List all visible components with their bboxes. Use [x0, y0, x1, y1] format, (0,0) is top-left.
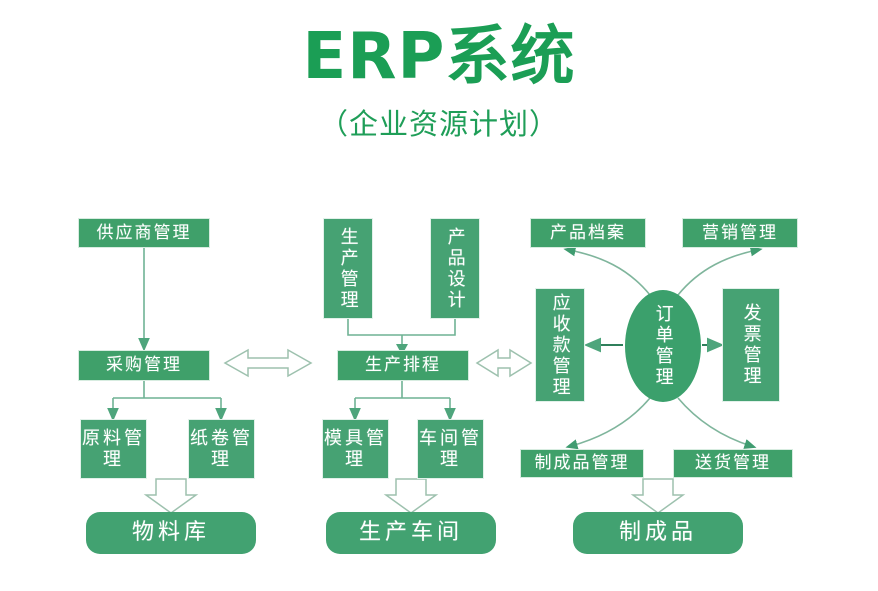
node-purchase-mgmt[interactable]: 采购管理	[78, 350, 210, 381]
node-invoice-mgmt[interactable]: 发票管理	[722, 288, 780, 402]
curve-order-to-finished-mgmt	[565, 397, 651, 450]
node-mold-mgmt[interactable]: 模具管理	[322, 419, 389, 479]
node-material-warehouse[interactable]: 物料库	[86, 512, 256, 554]
node-receivable-mgmt[interactable]: 应收款管理	[535, 288, 585, 402]
page-subtitle: （企业资源计划）	[318, 107, 559, 142]
block-arrow-to-production-workshop	[383, 478, 439, 514]
curve-order-to-delivery	[677, 397, 757, 449]
node-production-mgmt[interactable]: 生产管理	[323, 218, 373, 319]
node-supplier-mgmt[interactable]: 供应商管理	[78, 218, 210, 248]
node-paper-roll-mgmt[interactable]: 纸卷管理	[188, 419, 255, 479]
page-title: ERP系统	[302, 20, 576, 94]
node-finished-goods-mgmt[interactable]: 制成品管理	[520, 449, 644, 478]
edge-purchase-split	[113, 381, 221, 399]
block-arrow-to-material-warehouse	[143, 478, 199, 514]
title-block: ERP系统 （企业资源计划）	[0, 20, 878, 143]
node-order-mgmt[interactable]: 订单管理	[625, 290, 701, 402]
block-arrow-to-finished-goods	[630, 478, 686, 514]
node-material-mgmt[interactable]: 原料管理	[80, 419, 147, 479]
edge-production-join	[347, 319, 456, 345]
node-finished-goods[interactable]: 制成品	[573, 512, 743, 554]
double-arrow-purchase-schedule	[223, 348, 313, 378]
node-production-schedule[interactable]: 生产排程	[337, 350, 469, 381]
node-product-archive[interactable]: 产品档案	[530, 218, 646, 248]
node-delivery-mgmt[interactable]: 送货管理	[673, 449, 793, 478]
node-workshop-mgmt[interactable]: 车间管理	[417, 419, 484, 479]
node-marketing-mgmt[interactable]: 营销管理	[682, 218, 798, 248]
node-product-design[interactable]: 产品设计	[430, 218, 480, 319]
edge-schedule-split	[355, 381, 450, 399]
double-arrow-schedule-receivable	[475, 348, 533, 378]
node-production-workshop[interactable]: 生产车间	[326, 512, 496, 554]
